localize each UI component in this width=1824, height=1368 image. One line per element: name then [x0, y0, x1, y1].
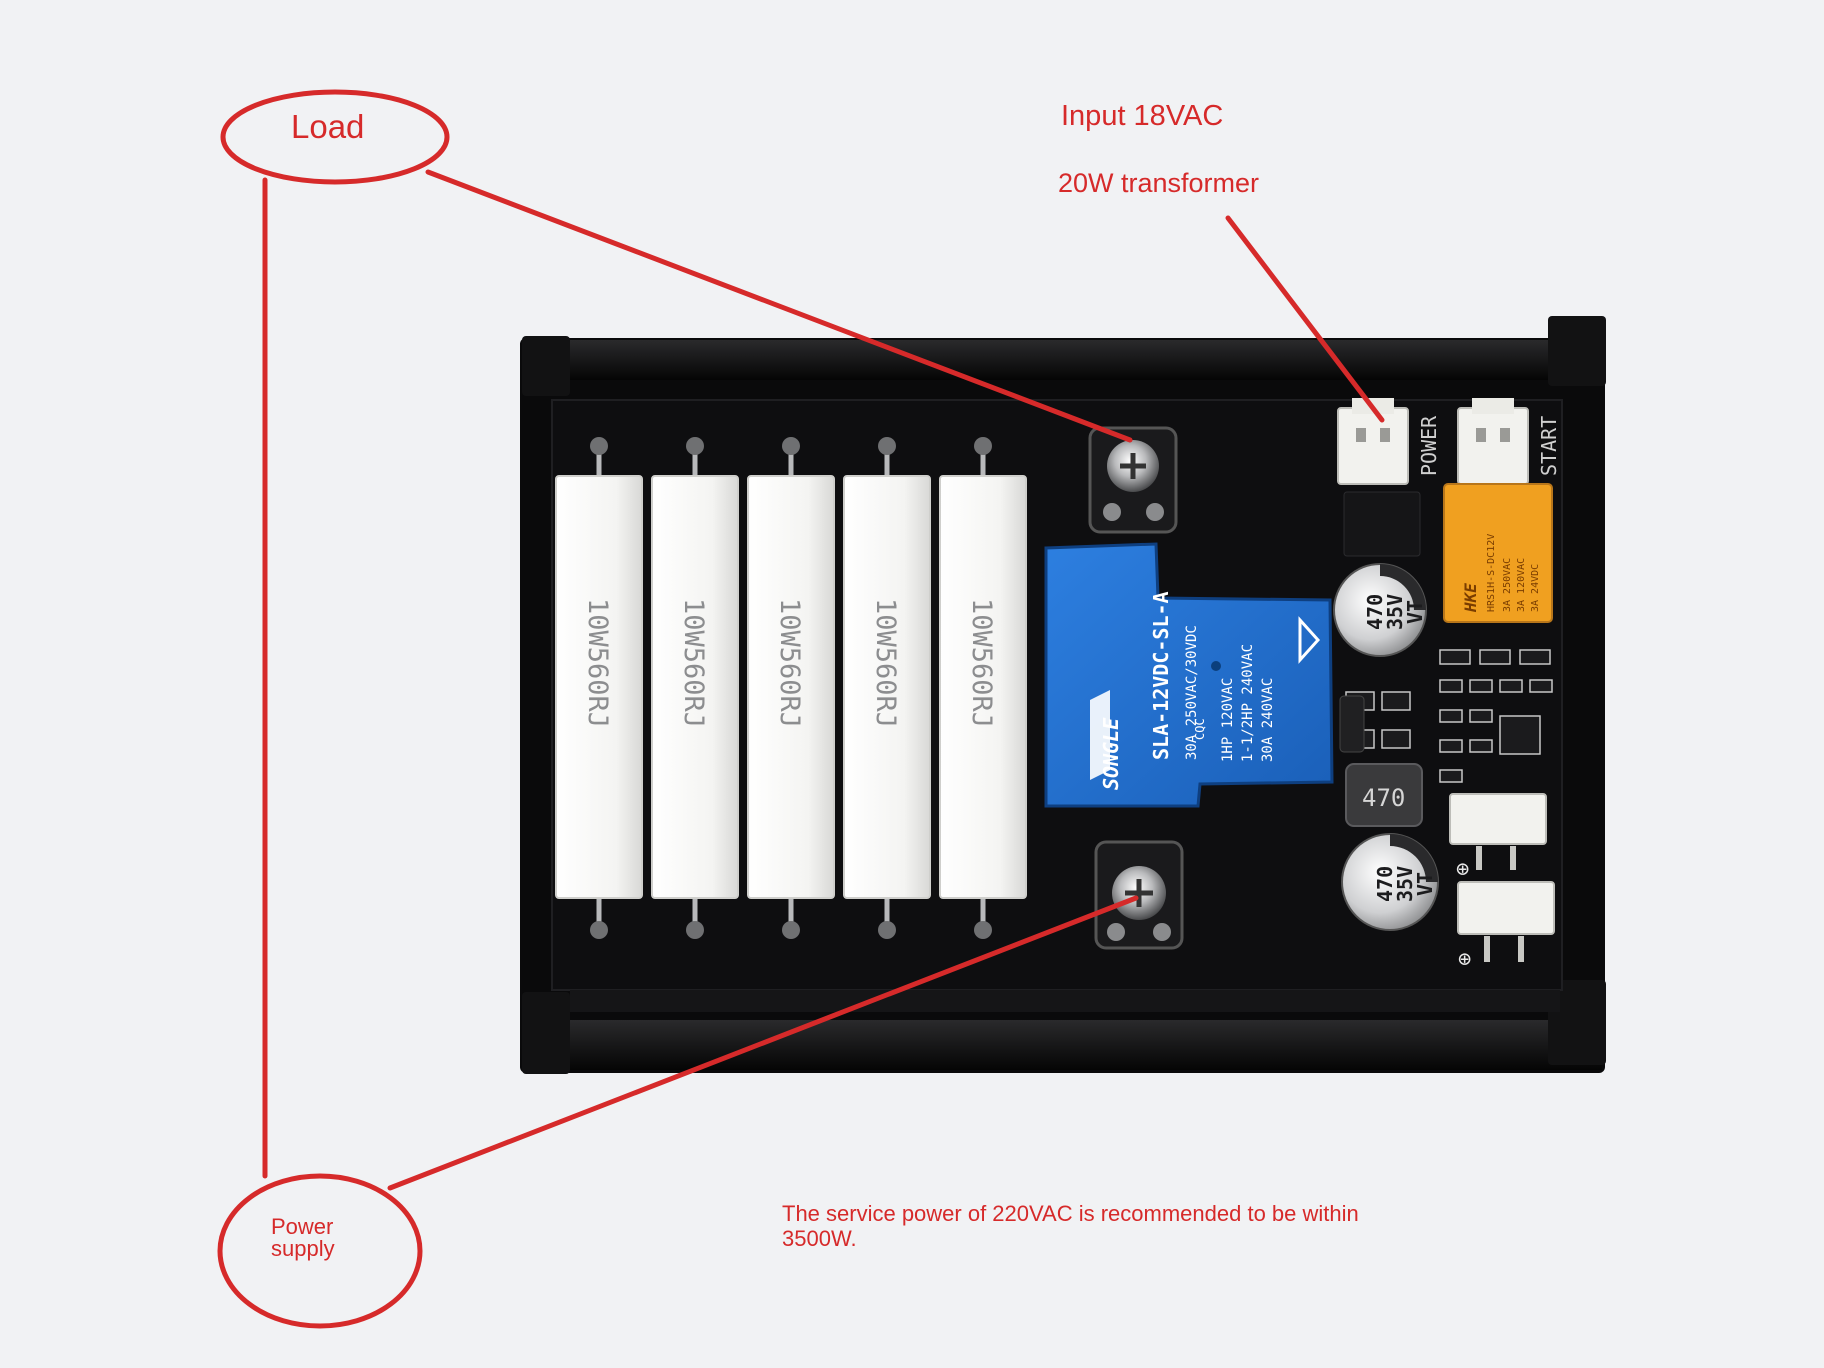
output-connector-2: ⊕	[1457, 881, 1555, 972]
relay-model: SLA-12VDC-SL-A	[1149, 591, 1173, 760]
smd-part	[1439, 679, 1463, 693]
power-supply-to-terminal-line	[387, 895, 1139, 1191]
power-connector-label: POWER	[1417, 415, 1441, 476]
bridge-rectifier	[1343, 491, 1421, 557]
capacitor-1: 470 35V VT	[1333, 563, 1427, 657]
relay-rating-1: 30A 250VAC/30VDC	[1184, 625, 1200, 760]
relay-rating-4: 30A 240VAC	[1260, 678, 1276, 762]
control-circuit: POWER START HKE HRS1H-S-DC12V 3A 250VAC	[1333, 398, 1561, 972]
inductor-value: 470	[1362, 784, 1405, 812]
left-endcap-top	[522, 336, 570, 396]
smd-components	[1339, 649, 1553, 783]
smd-part	[1439, 739, 1463, 753]
resistor-5-marking: 10W560RJ	[966, 598, 997, 728]
right-endcap-bottom	[1548, 980, 1606, 1065]
output-connector-1: ⊕	[1449, 793, 1547, 882]
smd-part	[1499, 715, 1541, 755]
polarity-symbol-2: ⊕	[1458, 947, 1471, 972]
capacitor-2-voltage: 35V	[1393, 866, 1417, 902]
smd-part	[1381, 729, 1411, 749]
top-rail	[522, 340, 1602, 380]
left-endcap-bottom	[522, 992, 570, 1074]
service-power-note-line1: The service power of 220VAC is recommend…	[782, 1201, 1359, 1226]
resistor-1: 10W560RJ	[555, 437, 643, 939]
inductor: 470	[1345, 763, 1423, 827]
service-power-note-line2: 3500W.	[782, 1226, 857, 1251]
bottom-rail	[522, 1020, 1602, 1070]
relay-triangle-icon	[1298, 616, 1321, 664]
screw-terminal-bottom	[1094, 840, 1184, 950]
resistor-1-marking: 10W560RJ	[582, 598, 613, 728]
load-circle	[220, 89, 450, 185]
relay-cert: CQC	[1193, 718, 1207, 740]
smd-part	[1499, 679, 1523, 693]
power-relay: SONGLE SLA-12VDC-SL-A 30A 250VAC/30VDC 1…	[1044, 542, 1334, 808]
right-endcap-top	[1548, 316, 1606, 386]
power-supply-label-line1: Power	[271, 1214, 334, 1239]
capacitor-1-value: 470	[1363, 594, 1387, 630]
resistor-2: 10W560RJ	[651, 437, 739, 939]
smd-part	[1469, 739, 1493, 753]
smd-part	[1529, 679, 1553, 693]
signal-relay-rating-b: 3A 120VAC	[1516, 558, 1527, 612]
pcb-lower-strip	[570, 990, 1560, 1012]
load-to-terminal-line	[425, 169, 1133, 443]
signal-relay-model: HRS1H-S-DC12V	[1486, 534, 1497, 612]
transformer-to-connector-line	[1225, 215, 1385, 423]
resistor-3: 10W560RJ	[747, 437, 835, 939]
polarity-symbol-1: ⊕	[1456, 857, 1469, 882]
smd-part	[1381, 691, 1411, 711]
smd-part	[1439, 649, 1471, 665]
load-label: Load	[291, 108, 365, 145]
resistor-bank: 10W560RJ 10W560RJ 10W560RJ 10W560RJ 10W560RJ	[555, 437, 1027, 939]
signal-relay-rating-a: 3A 250VAC	[1502, 558, 1513, 612]
power-supply-circle	[217, 1173, 423, 1329]
smd-part	[1469, 679, 1493, 693]
smd-part	[1479, 649, 1511, 665]
capacitor-1-voltage: 35V	[1383, 594, 1407, 630]
start-connector-label: START	[1537, 416, 1561, 476]
smd-part	[1519, 649, 1551, 665]
capacitor-2: 470 35V VT	[1341, 833, 1439, 931]
resistor-5: 10W560RJ	[939, 437, 1027, 939]
resistor-4-marking: 10W560RJ	[870, 598, 901, 728]
annotation-overlay	[217, 89, 1385, 1329]
diode	[1339, 695, 1365, 753]
signal-relay-brand: HKE	[1461, 583, 1480, 613]
capacitor-2-series: VT	[1413, 872, 1437, 896]
signal-relay-rating-c: 3A 24VDC	[1530, 564, 1541, 612]
start-connector	[1457, 398, 1529, 485]
transformer-label: 20W transformer	[1058, 168, 1260, 198]
relay-logo-icon	[1090, 690, 1110, 780]
relay-rating-3: 1-1/2HP 240VAC	[1240, 644, 1256, 762]
input-voltage-label: Input 18VAC	[1061, 100, 1224, 132]
smd-part	[1469, 709, 1493, 723]
relay-rating-2: 1HP 120VAC	[1220, 678, 1236, 762]
power-supply-label-line2: supply	[271, 1236, 335, 1261]
capacitor-2-value: 470	[1373, 866, 1397, 902]
smd-part	[1439, 709, 1463, 723]
capacitor-1-series: VT	[1403, 600, 1427, 624]
resistor-2-marking: 10W560RJ	[678, 598, 709, 728]
resistor-3-marking: 10W560RJ	[774, 598, 805, 728]
resistor-4: 10W560RJ	[843, 437, 931, 939]
signal-relay: HKE HRS1H-S-DC12V 3A 250VAC 3A 120VAC 3A…	[1443, 483, 1553, 623]
smd-part	[1439, 769, 1463, 783]
screw-terminal-top	[1088, 426, 1178, 534]
